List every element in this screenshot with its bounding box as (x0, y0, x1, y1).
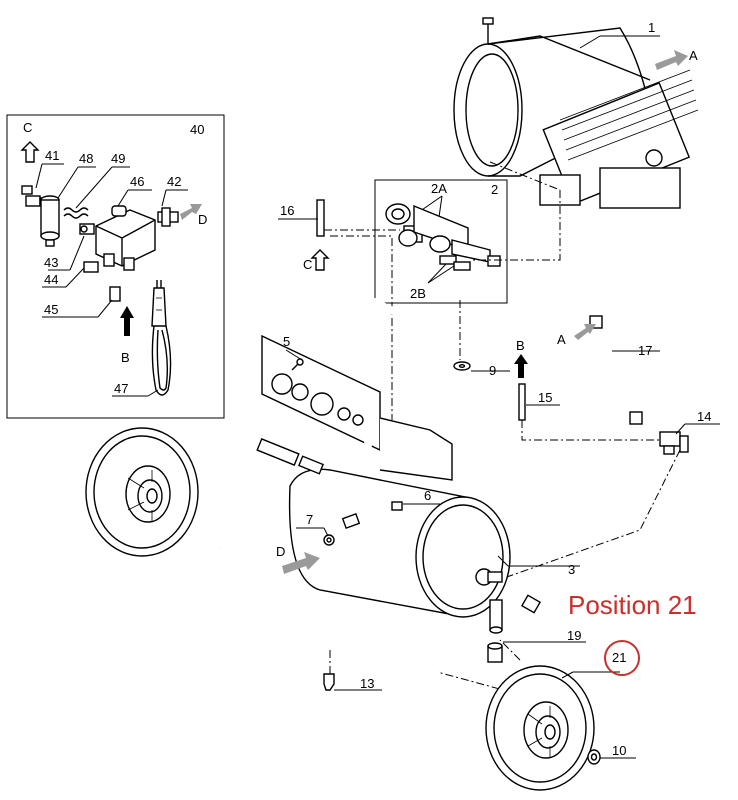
part-44-nut (83, 261, 99, 273)
part-17-pipe (589, 315, 643, 425)
label-9: 9 (489, 363, 496, 378)
label-5: 5 (283, 334, 290, 349)
part-cap (520, 594, 542, 614)
label-7: 7 (306, 512, 313, 527)
arrow-label-d-main: D (276, 544, 285, 559)
position-21-highlight-circle (604, 640, 640, 676)
part-5-screw (291, 358, 304, 371)
part-42-fitting (157, 207, 179, 227)
arrow-right-icon (282, 552, 320, 574)
part-10-washer (587, 749, 601, 765)
label-45: 45 (44, 302, 58, 317)
label-43: 43 (44, 255, 58, 270)
part-48-cylinder (40, 195, 60, 247)
arrow-right-icon (655, 50, 688, 70)
label-1: 1 (648, 20, 655, 35)
label-46: 46 (130, 174, 144, 189)
label-14: 14 (697, 409, 711, 424)
label-40: 40 (190, 122, 204, 137)
label-13: 13 (360, 676, 374, 691)
label-19: 19 (567, 628, 581, 643)
part-19-foot (487, 642, 503, 663)
part-46-pressure-switch (95, 205, 156, 271)
label-15: 15 (538, 390, 552, 405)
arrow-right-icon (574, 324, 596, 340)
box-2-head-parts: 2 2A 2B (374, 179, 508, 304)
label-41: 41 (45, 148, 59, 163)
part-16-rod (316, 199, 325, 237)
part-6-nut (391, 501, 403, 511)
arrow-up-icon (120, 306, 134, 336)
part-14-fitting (659, 431, 689, 455)
label-21: 21 (612, 650, 626, 665)
arrow-up-icon (20, 141, 40, 163)
arrow-label-d: D (198, 212, 207, 227)
label-42: 42 (167, 174, 181, 189)
part-15-rod (518, 383, 526, 421)
label-16: 16 (280, 203, 294, 218)
part-9-washer (453, 361, 471, 371)
part-43-valve (79, 223, 95, 235)
label-6: 6 (424, 488, 431, 503)
arrow-label-b-main: B (516, 338, 525, 353)
part-13-foot (323, 673, 335, 691)
arrow-right-icon (180, 204, 202, 220)
label-47: 47 (114, 381, 128, 396)
label-17: 17 (638, 343, 652, 358)
wheel-left (85, 427, 199, 557)
part-7-fitting (323, 534, 335, 546)
arrow-label-b: B (121, 350, 130, 365)
part-49-spring (63, 207, 89, 219)
arrow-label-c: C (23, 120, 32, 135)
inset-box-40: 40 C 41 48 49 (6, 114, 225, 419)
arrow-label-a-main: A (557, 332, 566, 347)
arrow-up-icon (310, 249, 330, 271)
compressor-frame (219, 284, 511, 675)
arrow-up-icon (514, 354, 528, 378)
label-10: 10 (612, 743, 626, 758)
arrow-label-a: A (689, 48, 698, 63)
label-2b: 2B (410, 286, 426, 301)
wheel-21 (485, 665, 595, 791)
label-49: 49 (111, 151, 125, 166)
part-45-sleeve (109, 286, 121, 302)
arrow-label-c-main: C (303, 257, 312, 272)
label-44: 44 (44, 272, 58, 287)
position-21-callout: Position 21 (568, 590, 697, 620)
label-48: 48 (79, 151, 93, 166)
label-3: 3 (568, 562, 575, 577)
label-2a: 2A (431, 181, 447, 196)
part-47-power-cord (151, 280, 172, 396)
part-1-motor (453, 17, 699, 209)
label-2: 2 (491, 182, 498, 197)
